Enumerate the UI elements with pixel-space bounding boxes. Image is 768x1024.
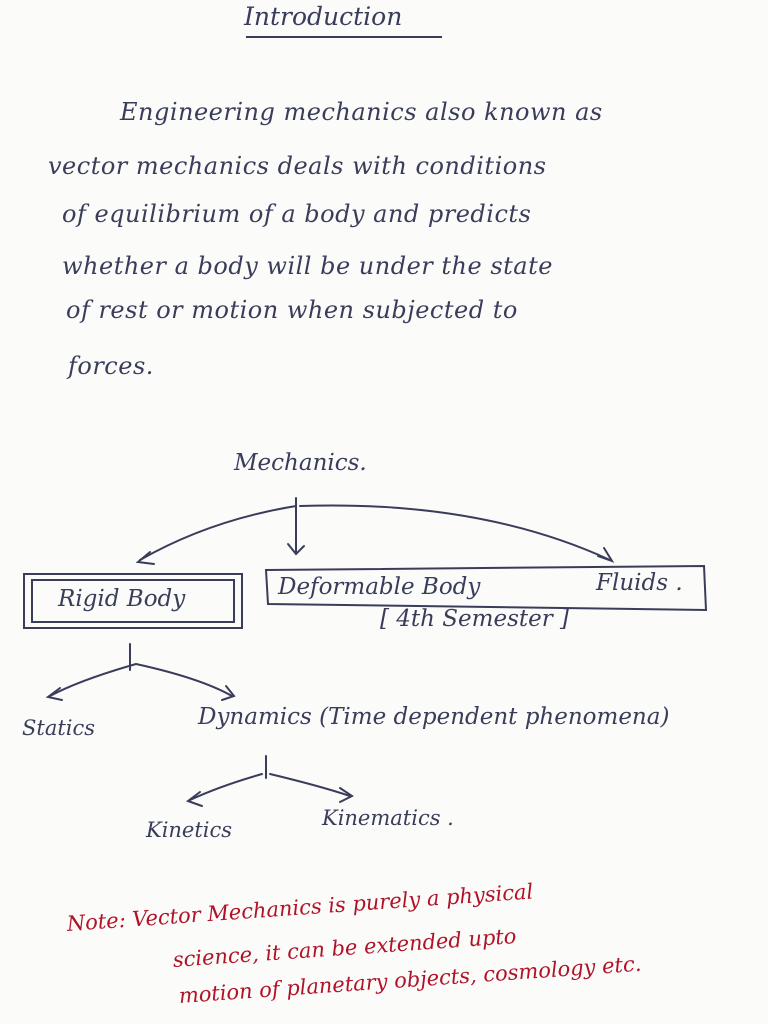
arrowhead-rigid (135, 551, 155, 565)
arrowhead-statics (45, 687, 63, 701)
deformable-box (264, 564, 708, 612)
branch-to-fluids (299, 504, 611, 561)
semester-note: [ 4th Semester ] (380, 606, 570, 632)
node-fluids: Fluids . (596, 570, 683, 596)
paragraph-line-6: forces. (68, 352, 154, 380)
branch-to-rigid (139, 505, 297, 561)
node-mechanics: Mechanics. (234, 450, 367, 476)
node-rigid-body: Rigid Body (58, 586, 186, 612)
rigid-box-inner (31, 579, 235, 623)
branch-to-kinetics (189, 773, 263, 801)
node-deformable-body: Deformable Body (278, 574, 481, 600)
title-underline (246, 36, 442, 38)
node-dynamics: Dynamics (Time dependent phenomena) (198, 704, 670, 730)
node-kinetics: Kinetics (146, 818, 233, 842)
node-kinematics: Kinematics . (322, 806, 454, 830)
paragraph-line-4: whether a body will be under the state (62, 252, 553, 280)
paragraph-line-3: of equilibrium of a body and predicts (62, 200, 532, 228)
arrowhead-kinetics (185, 791, 203, 807)
arrowhead-dynamics (221, 685, 236, 701)
branch-to-statics (49, 663, 137, 697)
page-title: Introduction (244, 2, 403, 31)
arrowhead-fluids (597, 547, 615, 563)
branch-to-dynamics (135, 663, 233, 697)
paragraph-line-2: vector mechanics deals with conditions (48, 152, 547, 180)
node-statics: Statics (22, 716, 96, 740)
paragraph-line-5: of rest or motion when subjected to (66, 296, 518, 324)
branch-to-kinematics (269, 773, 351, 797)
root-arrowhead-center (287, 543, 305, 556)
rigid-box-outer (23, 573, 243, 629)
arrowhead-kinematics (339, 787, 354, 803)
paragraph-line-1: Engineering mechanics also known as (120, 98, 603, 126)
